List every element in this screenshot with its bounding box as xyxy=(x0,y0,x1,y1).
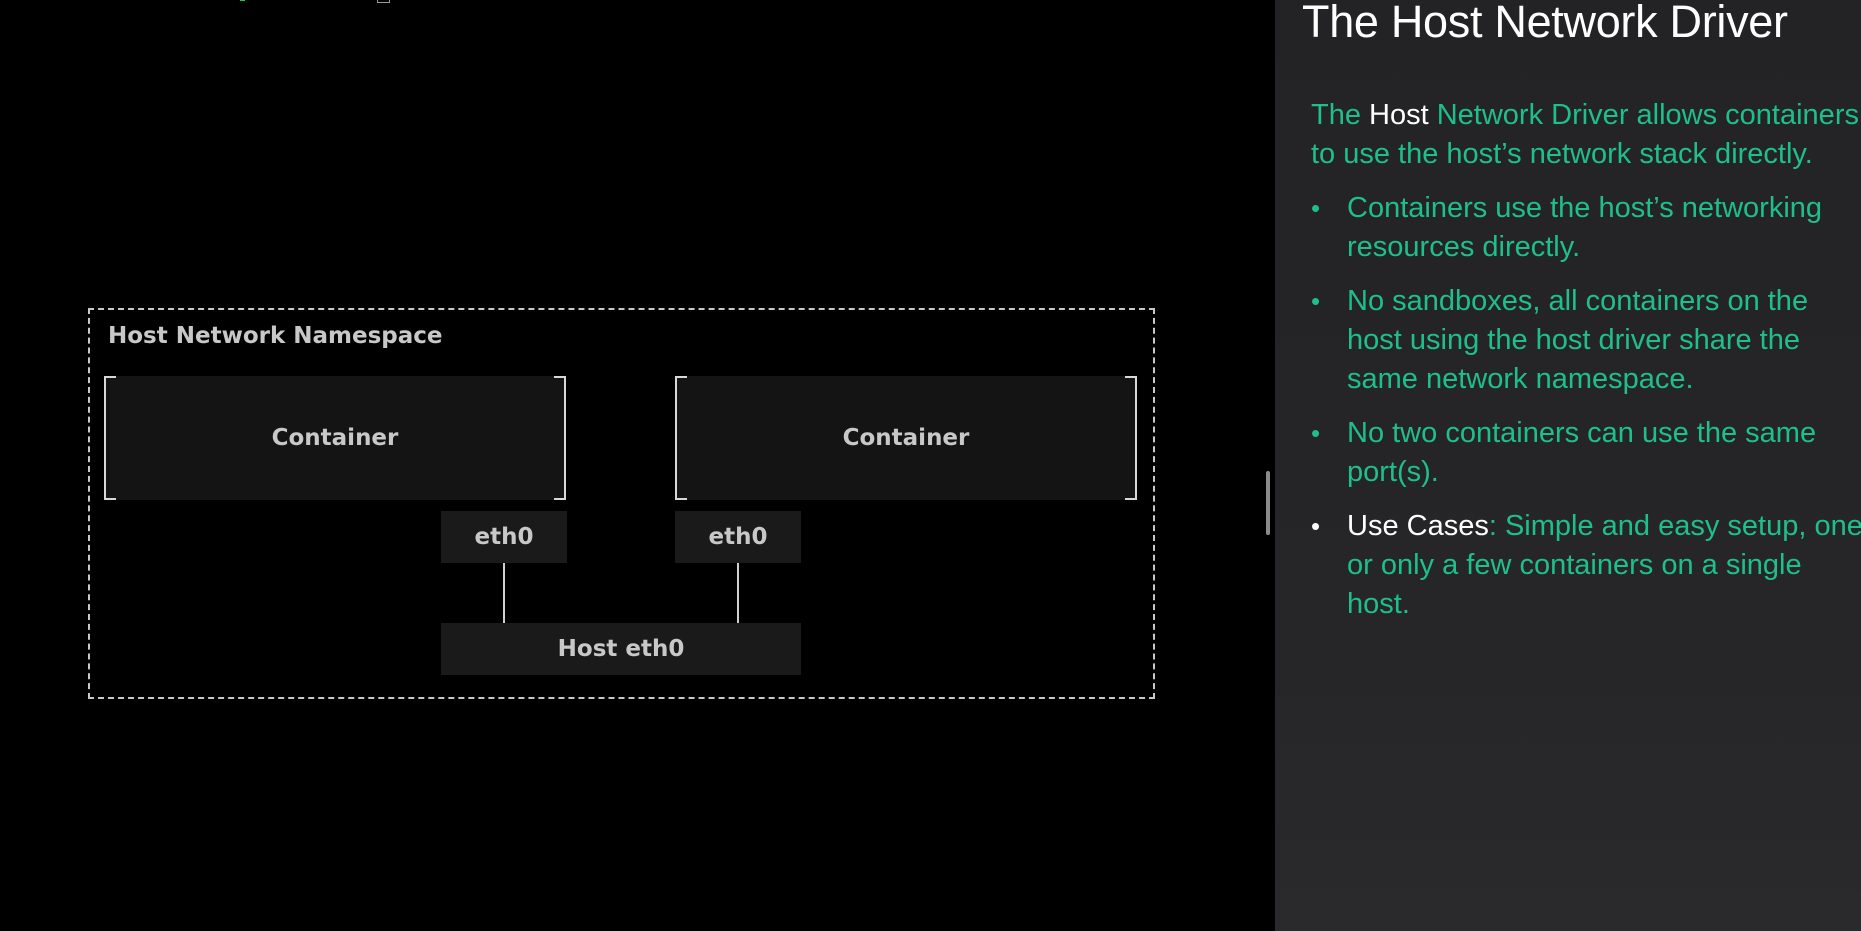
eth0-interface-left: eth0 xyxy=(441,511,567,563)
namespace-label: Host Network Namespace xyxy=(108,323,443,349)
container-label: Container xyxy=(842,425,970,451)
bullet-text: resources directly. xyxy=(1347,231,1581,263)
intro-text: The xyxy=(1311,99,1370,131)
bullet-text: No two containers can use the same xyxy=(1347,417,1817,449)
intro-paragraph: The Host Network Driver allows container… xyxy=(1311,96,1861,174)
link-line-right xyxy=(737,563,739,623)
eth0-interface-right: eth0 xyxy=(675,511,801,563)
host-eth0-interface: Host eth0 xyxy=(441,623,801,675)
bullet-text: or only a few containers on a single xyxy=(1347,549,1802,581)
bullet-text: host using the host driver share the xyxy=(1347,324,1800,356)
bullet-item: • No two containers can use the same por… xyxy=(1311,414,1831,492)
slide-title: The Host Network Driver xyxy=(1302,0,1788,47)
intro-highlight: Host xyxy=(1369,99,1429,131)
terminal-prompt-glyph xyxy=(240,0,245,1)
pane-resize-handle[interactable] xyxy=(1266,471,1270,535)
slide-panel: The Host Network Driver The Host Network… xyxy=(1275,0,1861,931)
bullet-text: port(s). xyxy=(1347,456,1439,488)
bullet-dot-icon: • xyxy=(1311,418,1321,448)
bullet-dot-icon: • xyxy=(1311,511,1321,541)
link-line-left xyxy=(503,563,505,623)
bullet-dot-icon: • xyxy=(1311,193,1321,223)
terminal-pane[interactable]: Host Network Namespace Container Contain… xyxy=(0,0,1275,931)
container-label: Container xyxy=(271,425,399,451)
bullet-dot-icon: • xyxy=(1311,286,1321,316)
container-box-left: Container xyxy=(104,376,566,500)
bullet-list: • Containers use the host’s networking r… xyxy=(1311,189,1861,639)
intro-text: to use the host’s network stack directly… xyxy=(1311,138,1813,170)
bullet-text: Containers use the host’s networking xyxy=(1347,192,1823,224)
container-box-right: Container xyxy=(675,376,1137,500)
interface-label: eth0 xyxy=(708,524,768,550)
bullet-text: : Simple and easy setup, one xyxy=(1488,510,1861,542)
host-network-namespace-boundary xyxy=(88,308,1155,699)
bullet-text: same network namespace. xyxy=(1347,363,1694,395)
terminal-cursor xyxy=(377,0,390,3)
use-cases-label: Use Cases xyxy=(1347,510,1489,542)
intro-text: Network Driver allows containers xyxy=(1428,99,1859,131)
bullet-item: • No sandboxes, all containers on the ho… xyxy=(1311,282,1831,399)
host-interface-label: Host eth0 xyxy=(557,636,685,662)
bullet-text: No sandboxes, all containers on the xyxy=(1347,285,1809,317)
bullet-item: • Containers use the host’s networking r… xyxy=(1311,189,1831,267)
bullet-item-use-cases: • Use Cases: Simple and easy setup, one … xyxy=(1311,507,1861,624)
interface-label: eth0 xyxy=(474,524,534,550)
bullet-text: host. xyxy=(1347,588,1410,620)
